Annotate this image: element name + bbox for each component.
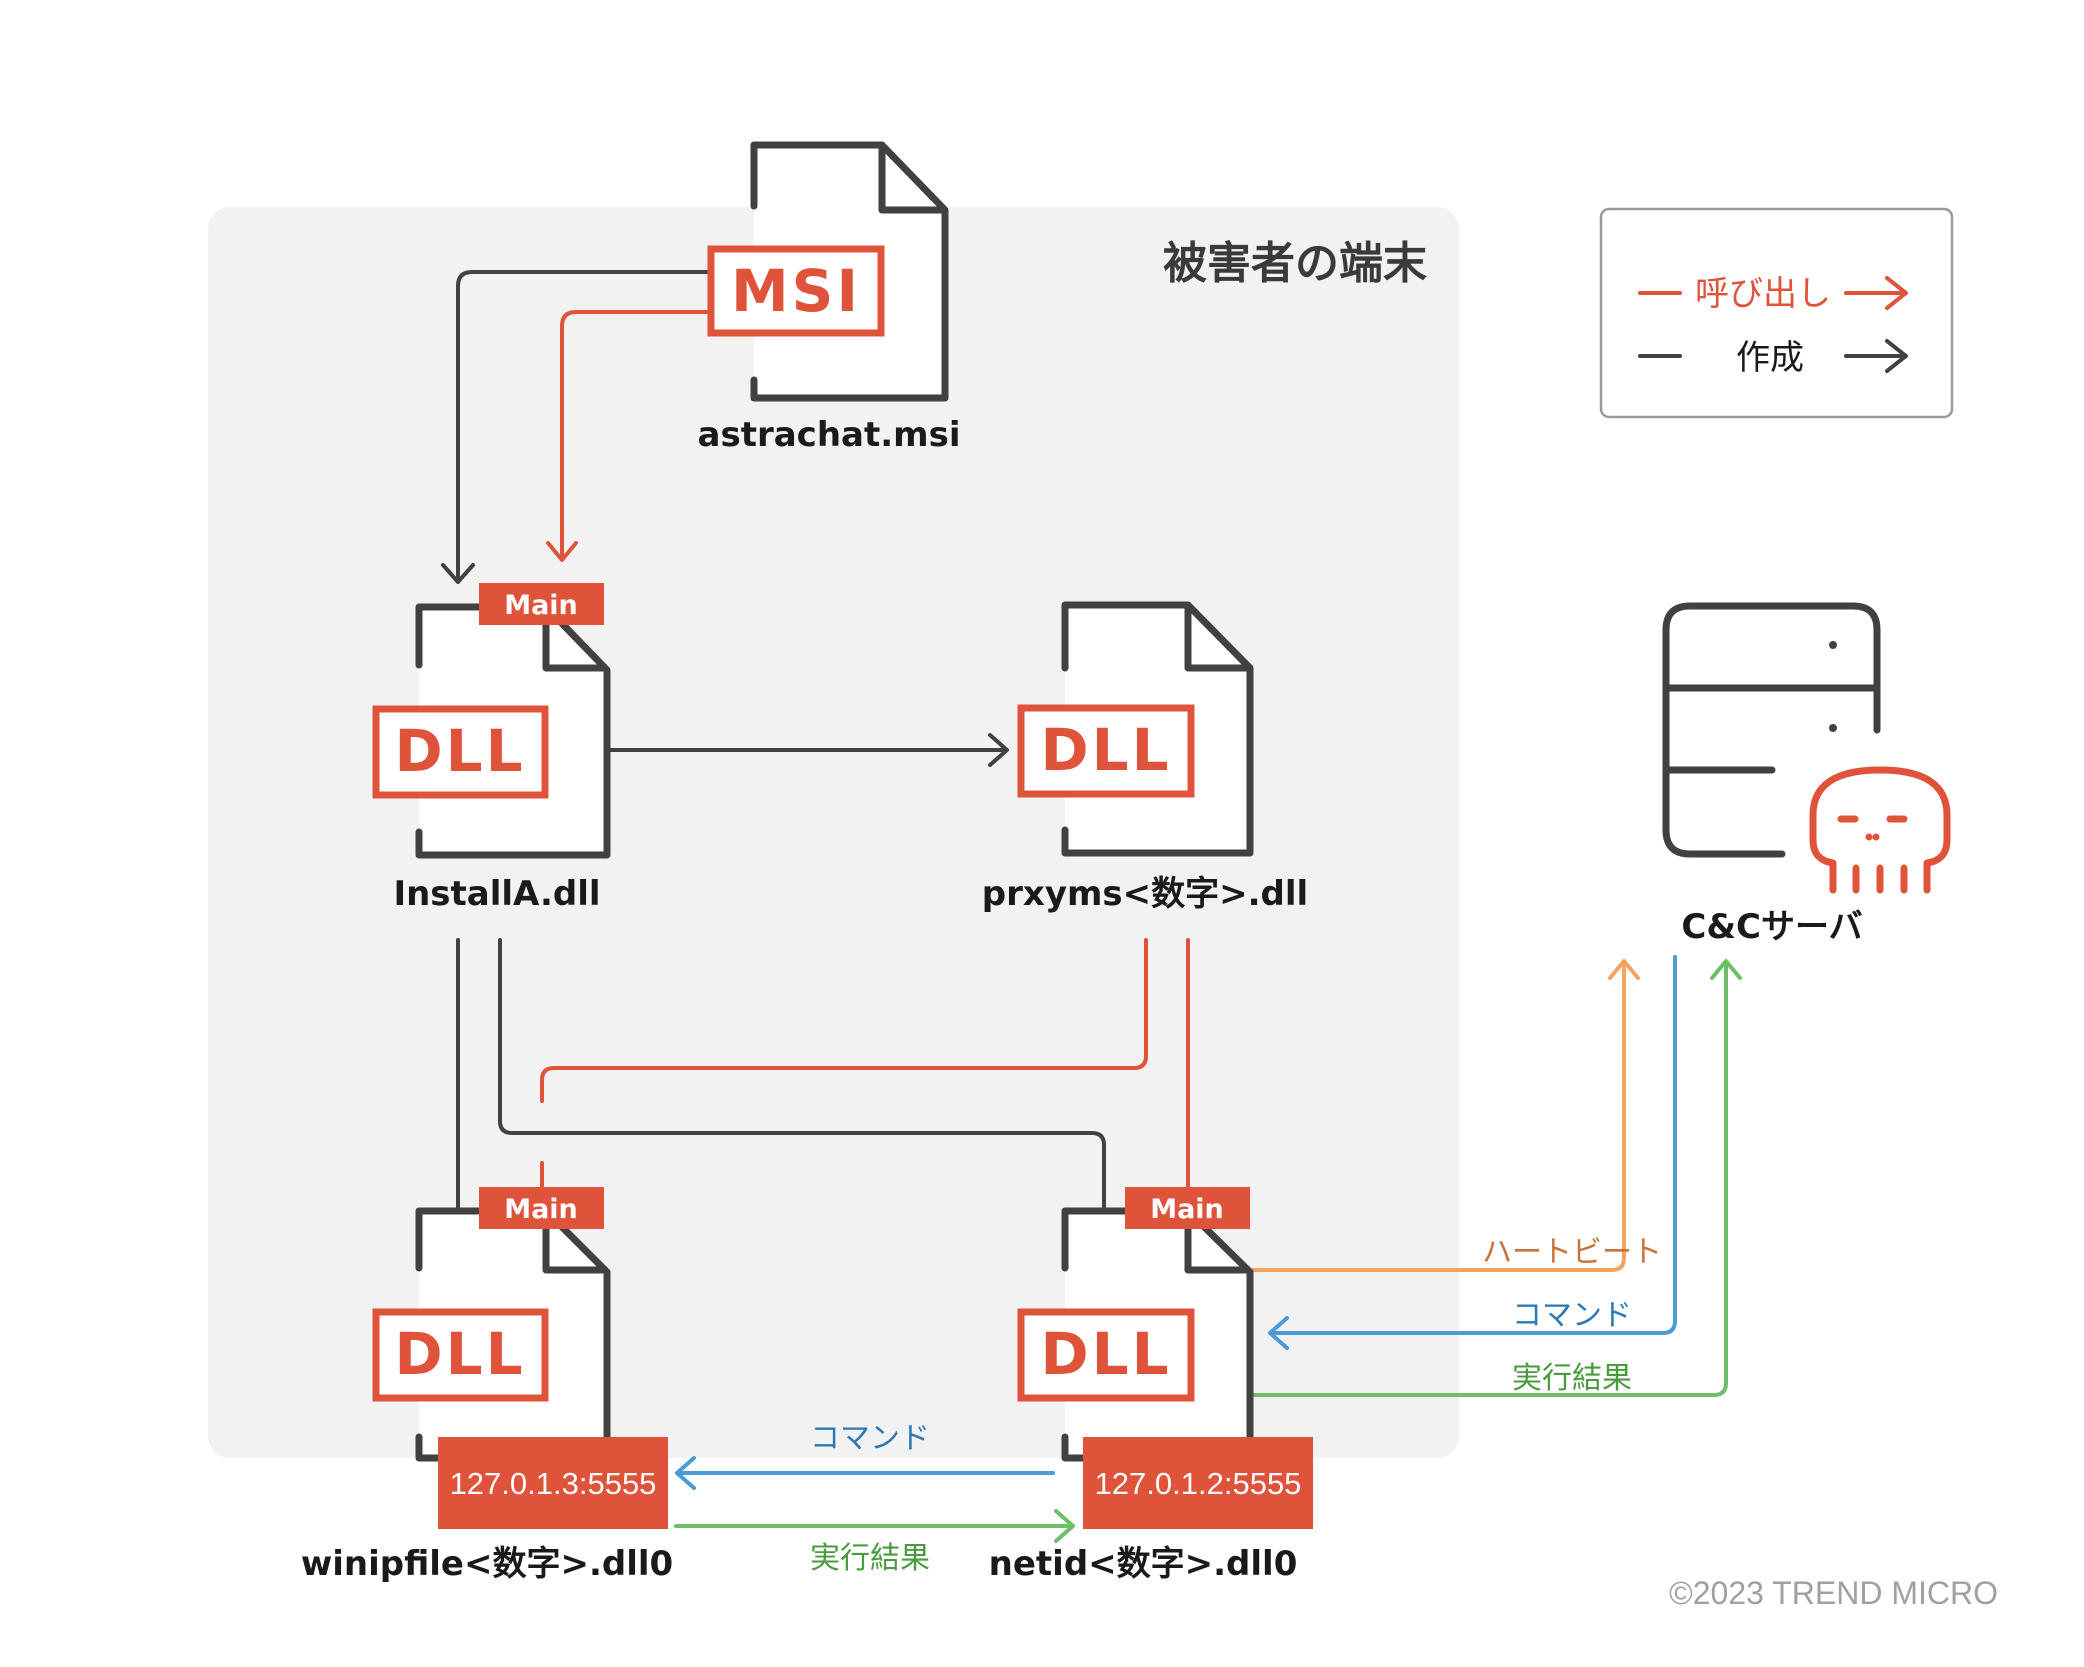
netid-filename: netid<数字>.dll0 [989, 1544, 1298, 1584]
main-badge [1125, 1187, 1250, 1229]
file-fold [542, 607, 607, 672]
main-badge-text: Main [504, 1194, 578, 1225]
arrowhead-command-local [675, 1456, 696, 1490]
dll-tag-text: DLL [394, 717, 525, 785]
heartbeat-label: ハートビート [1482, 1235, 1662, 1270]
legend-create-arrow [1844, 339, 1908, 373]
result-cc-label: 実行結果 [1512, 1361, 1632, 1396]
cc-server[interactable]: C&Cサーバ [1662, 602, 1951, 947]
connector-prxyms-call-winipfile [540, 938, 1148, 1103]
ip-badge [438, 1437, 668, 1529]
file-netid[interactable]: DLL Main 127.0.1.2:5555 netid<数字>.dll0 [989, 1187, 1313, 1584]
connector-command-cc [1269, 955, 1677, 1335]
dll-tag-box [372, 705, 549, 799]
arrowhead-command-cc [1268, 1316, 1289, 1350]
server-icon [1662, 602, 1881, 858]
dll-tag-box [1017, 1308, 1195, 1402]
command-cc-label: コマンド [1512, 1298, 1632, 1333]
ip-badge-text: 127.0.1.3:5555 [450, 1466, 657, 1501]
skull-icon [1809, 766, 1951, 894]
cc-server-label: C&Cサーバ [1681, 907, 1862, 947]
prxyms-filename: prxyms<数字>.dll [982, 874, 1308, 914]
dll-tag-text: DLL [1040, 1320, 1171, 1388]
ip-badge-text: 127.0.1.2:5555 [1095, 1466, 1302, 1501]
server-led [1829, 641, 1837, 649]
main-badge [479, 583, 604, 625]
command-local-label: コマンド [810, 1421, 930, 1456]
legend-box [1599, 207, 1954, 419]
legend-item-call: 呼び出し [1638, 274, 1908, 314]
server-led [1829, 724, 1837, 732]
main-badge [479, 1187, 604, 1229]
arrowhead-heartbeat [1608, 959, 1640, 980]
panel-title: 被害者の端末 [1163, 238, 1427, 289]
legend-item-create: 作成 [1638, 338, 1908, 378]
winipfile-filename: winipfile<数字>.dll0 [301, 1544, 673, 1584]
legend-call-text: 呼び出し [1695, 274, 1831, 314]
file-fold [542, 1211, 607, 1274]
dll-tag-box [372, 1308, 549, 1402]
main-badge-text: Main [504, 590, 578, 621]
ip-badge [1083, 1437, 1313, 1529]
file-winipfile[interactable]: DLL Main 127.0.1.3:5555 winipfile<数字>.dl… [301, 1187, 673, 1584]
skull-nose [1872, 833, 1880, 841]
msi-tag-box [707, 245, 885, 337]
msi-filename: astrachat.msi [698, 415, 961, 455]
skull-nose [1865, 833, 1873, 841]
arrowhead-installa-create-prxyms [988, 733, 1009, 767]
msi-tag-text: MSI [731, 257, 861, 325]
main-badge-text: Main [1150, 1194, 1224, 1225]
legend: 呼び出し 作成 [1599, 207, 1954, 419]
file-prxyms[interactable]: DLL prxyms<数字>.dll [982, 601, 1308, 914]
victim-machine-panel [208, 207, 1459, 1458]
file-fold [1184, 605, 1250, 672]
installa-filename: InstallA.dll [393, 874, 600, 914]
dll-tag-box [1017, 704, 1195, 798]
arrowhead-msi-call-installa [546, 541, 578, 562]
result-local-label: 実行結果 [810, 1541, 930, 1576]
dll-tag-text: DLL [1040, 716, 1171, 784]
copyright: ©2023 TREND MICRO [1669, 1575, 1998, 1611]
dll-tag-text: DLL [394, 1320, 525, 1388]
connector-installa-create-netid [498, 938, 1106, 1322]
connector-heartbeat [1251, 960, 1626, 1272]
file-installa[interactable]: DLL Main InstallA.dll [372, 583, 611, 914]
connector-msi-create-installa [456, 270, 714, 582]
file-msi[interactable]: MSI astrachat.msi [698, 141, 961, 455]
arrowhead-msi-create-installa [441, 563, 475, 584]
connector-result-cc [1251, 960, 1728, 1397]
legend-call-arrow [1844, 276, 1908, 310]
file-fold [1184, 1211, 1250, 1274]
arrowhead-result-local [1054, 1509, 1075, 1543]
legend-create-text: 作成 [1736, 338, 1804, 378]
connector-msi-call-installa [560, 310, 714, 560]
file-fold [878, 145, 945, 214]
arrowhead-result-cc [1710, 959, 1742, 980]
